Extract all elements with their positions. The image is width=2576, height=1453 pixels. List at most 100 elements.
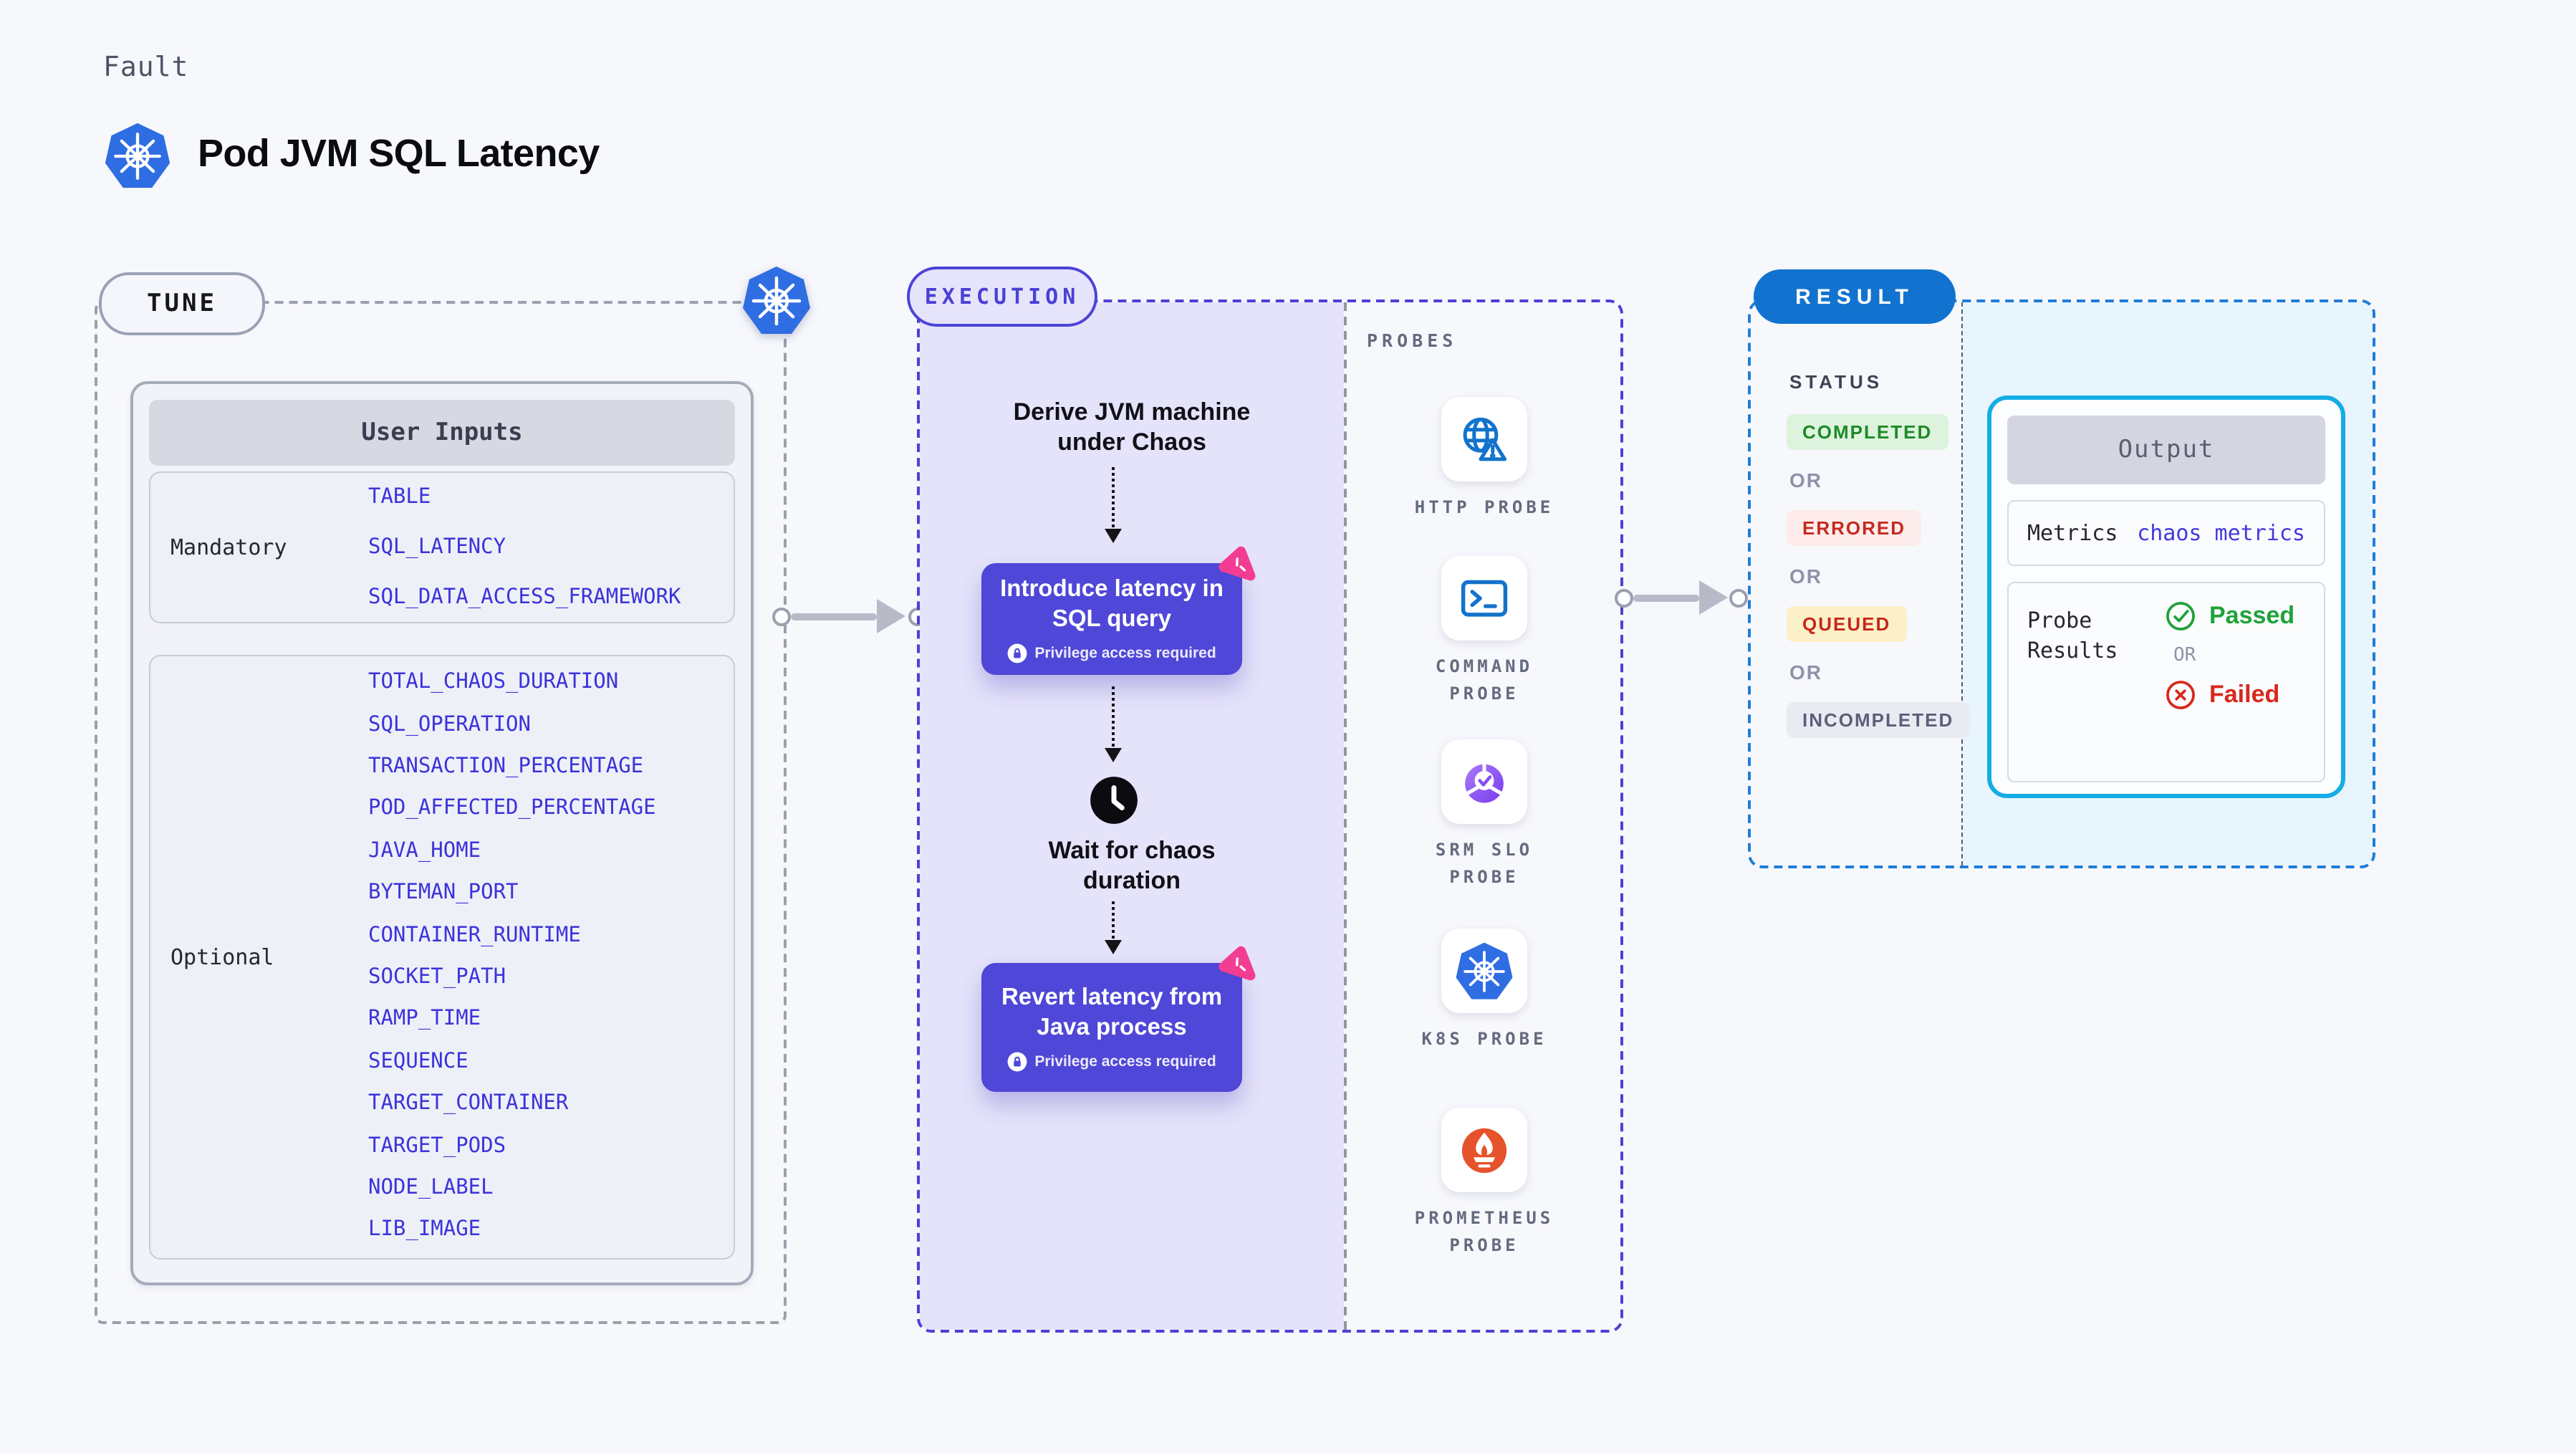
derive-step-text: Derive JVM machine under Chaos	[1013, 398, 1251, 456]
optional-label: Optional	[170, 944, 274, 970]
privilege-note: Privilege access required	[1034, 645, 1216, 662]
user-inputs-card: User Inputs Mandatory TABLE SQL_LATENCY SQ…	[130, 381, 754, 1285]
fault-eyebrow: Fault	[103, 52, 189, 83]
page-title: Pod JVM SQL Latency	[198, 132, 600, 175]
probe-card	[1441, 929, 1527, 1013]
clock-icon	[1089, 775, 1139, 825]
probe-card	[1441, 739, 1527, 824]
input-name: TARGET_CONTAINER	[368, 1092, 569, 1116]
arrow-head	[877, 599, 905, 633]
or-label: OR	[1789, 565, 1822, 588]
kubernetes-icon	[103, 120, 172, 192]
globe-alert-icon	[1454, 409, 1514, 469]
input-name: SQL_LATENCY	[368, 535, 506, 558]
failed-label: Failed	[2209, 681, 2280, 708]
chaos-icon	[1215, 941, 1261, 988]
probe-label: COMMAND PROBE	[1435, 656, 1534, 704]
connector-port	[1729, 588, 1747, 607]
probes-title: PROBES	[1367, 330, 1458, 351]
introduce-latency-step: Introduce latency in SQL query Privilege…	[981, 546, 1256, 675]
mandatory-row: Mandatory TABLE SQL_LATENCY SQL_DATA_ACCES…	[149, 471, 735, 623]
input-name: TABLE	[368, 485, 431, 508]
step-text: Revert latency from Java process	[1001, 984, 1223, 1040]
wait-step-text: Wait for chaos duration	[1048, 837, 1216, 894]
execution-section-box: Derive JVM machine under Chaos Introduce…	[917, 299, 1623, 1333]
input-name: SQL_OPERATION	[368, 713, 531, 737]
execution-flow-background	[920, 302, 1344, 1330]
optional-inputs: TOTAL_CHAOS_DURATION SQL_OPERATION TRANSAC…	[368, 662, 734, 1252]
kubernetes-icon	[741, 264, 812, 338]
or-label: OR	[1789, 469, 1822, 491]
status-badge-completed: COMPLETED	[1787, 414, 1948, 450]
connector-port	[1614, 588, 1633, 607]
metrics-value: chaos metrics	[2137, 520, 2305, 546]
mandatory-inputs: TABLE SQL_LATENCY SQL_DATA_ACCESS_FRAMEWOR…	[368, 472, 734, 623]
lock-icon	[1007, 1052, 1027, 1072]
input-name: CONTAINER_RUNTIME	[368, 924, 581, 947]
tune-section-box	[95, 301, 787, 1324]
probe-results-values: Passed OR Failed	[2148, 600, 2305, 764]
input-name: NODE_LABEL	[368, 1176, 494, 1200]
arrow-shaft	[1633, 594, 1699, 601]
kubernetes-icon	[1454, 941, 1514, 1001]
execution-pill: EXECUTION	[907, 267, 1097, 327]
check-circle-icon	[2165, 600, 2196, 632]
input-name: JAVA_HOME	[368, 839, 481, 863]
passed-label: Passed	[2209, 602, 2295, 629]
privilege-chip: Privilege access required	[1007, 643, 1216, 663]
input-name: SQL_DATA_ACCESS_FRAMEWORK	[368, 585, 681, 608]
slo-gauge-icon	[1454, 752, 1514, 812]
probe-command-probe: COMMAND PROBE	[1370, 556, 1599, 709]
input-name: POD_AFFECTED_PERCENTAGE	[368, 797, 656, 820]
input-name: TARGET_PODS	[368, 1134, 506, 1158]
or-label: OR	[2173, 645, 2196, 666]
flow-arrow-down	[1105, 901, 1122, 954]
probe-srm-slo-probe: SRM SLO PROBE	[1370, 739, 1599, 892]
terminal-icon	[1454, 568, 1514, 628]
input-name: TOTAL_CHAOS_DURATION	[368, 671, 619, 694]
or-label: OR	[1789, 661, 1822, 684]
probe-card	[1441, 397, 1527, 481]
input-name: LIB_IMAGE	[368, 1218, 481, 1242]
input-name: TRANSACTION_PERCENTAGE	[368, 754, 644, 778]
passed-result: Passed	[2165, 600, 2294, 632]
probe-http-probe: HTTP PROBE	[1370, 397, 1599, 522]
probe-results-label: Probe Results	[2027, 608, 2118, 663]
user-inputs-title: User Inputs	[149, 400, 735, 466]
prometheus-icon	[1454, 1120, 1514, 1180]
input-name: SEQUENCE	[368, 1050, 468, 1073]
flow-arrow-down	[1105, 686, 1122, 762]
flow-arrow-down	[1105, 467, 1122, 543]
probe-results-row: Probe Results Passed OR Failed	[2007, 582, 2325, 782]
probe-label: K8S PROBE	[1421, 1029, 1547, 1049]
privilege-note: Privilege access required	[1034, 1053, 1216, 1070]
failed-result: Failed	[2165, 679, 2279, 711]
mandatory-label: Mandatory	[170, 534, 287, 560]
privilege-chip: Privilege access required	[1007, 1052, 1216, 1072]
probe-prometheus-probe: PROMETHEUS PROBE	[1370, 1108, 1599, 1260]
x-circle-icon	[2165, 679, 2196, 711]
output-title: Output	[2007, 416, 2325, 484]
optional-row: Optional TOTAL_CHAOS_DURATION SQL_OPERATI…	[149, 655, 735, 1260]
step-text: Introduce latency in SQL query	[1000, 576, 1224, 632]
input-name: RAMP_TIME	[368, 1007, 481, 1031]
metrics-label: Metrics	[2027, 520, 2118, 546]
lock-icon	[1007, 643, 1027, 663]
result-pill: RESULT	[1754, 269, 1956, 324]
probe-label: HTTP PROBE	[1414, 497, 1554, 517]
arrow-shaft	[791, 613, 877, 620]
probe-label: SRM SLO PROBE	[1435, 840, 1534, 888]
probe-card	[1441, 556, 1527, 641]
arrow-head	[1699, 580, 1728, 615]
probe-label: PROMETHEUS PROBE	[1414, 1208, 1554, 1256]
revert-latency-step: Revert latency from Java process Privile…	[981, 946, 1256, 1092]
tune-to-execution-arrow	[771, 579, 928, 653]
metrics-row: Metrics chaos metrics	[2007, 500, 2325, 566]
status-badge-queued: QUEUED	[1787, 606, 1907, 642]
input-name: SOCKET_PATH	[368, 966, 506, 989]
status-badge-errored: ERRORED	[1787, 510, 1922, 546]
probes-divider	[1344, 302, 1347, 1330]
